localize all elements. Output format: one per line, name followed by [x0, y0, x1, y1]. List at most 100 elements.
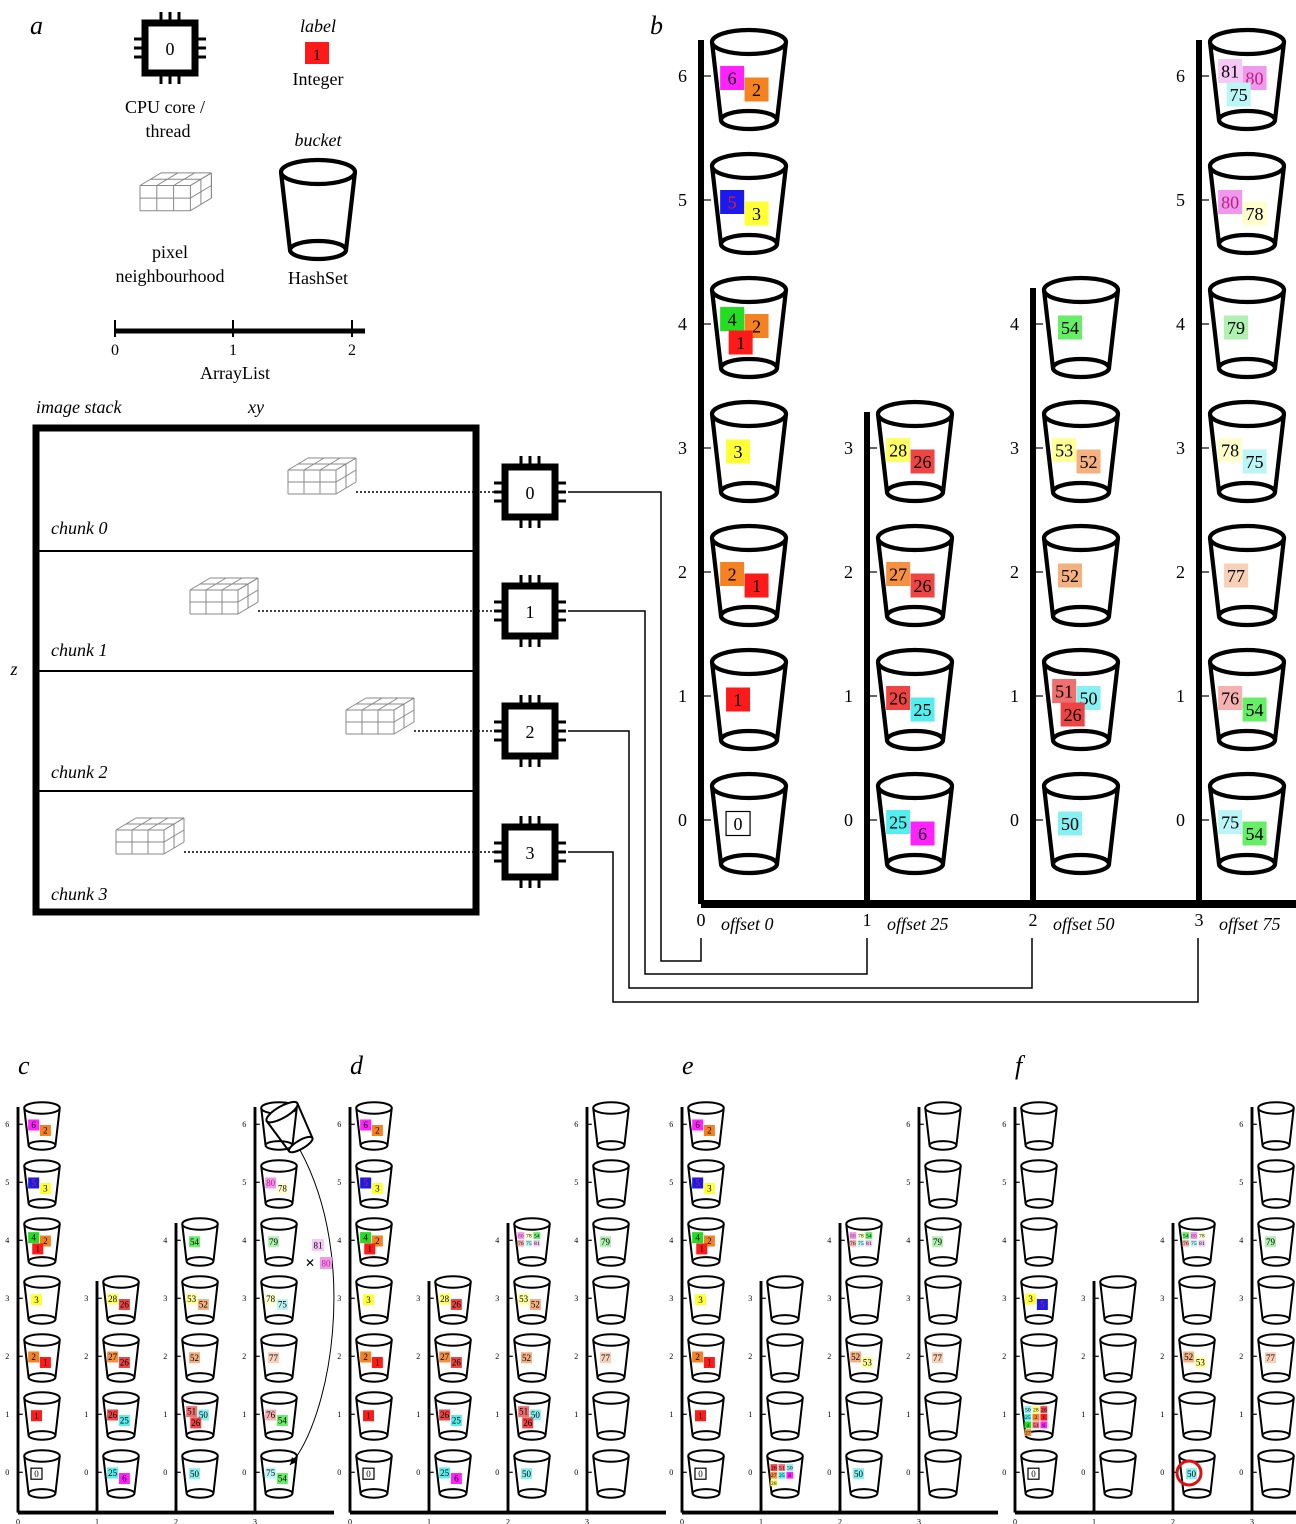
label-2: 2	[720, 562, 745, 586]
chunk-2-neighbourhood-icon	[345, 697, 415, 735]
svg-text:6: 6	[363, 1120, 368, 1130]
svg-text:27: 27	[889, 565, 907, 585]
svg-text:51: 51	[779, 1465, 785, 1471]
svg-text:5: 5	[1040, 1300, 1045, 1310]
level-index: 1	[1239, 1410, 1243, 1419]
label-54: 54	[1242, 697, 1267, 722]
level-index: 1	[242, 1410, 246, 1419]
level-index: 0	[1002, 1468, 1006, 1477]
svg-text:50: 50	[522, 1469, 532, 1479]
cpu-core-1-number: 1	[526, 602, 535, 622]
label-0: 0	[30, 1467, 43, 1480]
offset-label-0: offset 0	[721, 914, 774, 934]
level-index: 3	[1010, 438, 1019, 458]
svg-text:3: 3	[366, 1295, 371, 1305]
level-index: 2	[844, 562, 853, 582]
level-index: 1	[163, 1410, 167, 1419]
label-75: 75	[1242, 449, 1267, 474]
level-index: 6	[242, 1120, 246, 1129]
label-4: 4	[1024, 1421, 1032, 1429]
level-index: 3	[5, 1294, 9, 1303]
label-2: 2	[744, 77, 769, 102]
label-4: 4	[720, 307, 745, 331]
level-index: 2	[669, 1352, 673, 1361]
svg-text:2: 2	[375, 1126, 380, 1136]
svg-text:52: 52	[531, 1300, 540, 1310]
svg-text:50: 50	[531, 1410, 541, 1420]
svg-text:50: 50	[1061, 814, 1079, 834]
svg-text:5: 5	[728, 193, 737, 213]
level-index: 0	[1160, 1468, 1164, 1477]
label-1: 1	[32, 1243, 44, 1255]
level-index: 1	[906, 1410, 910, 1419]
svg-text:0: 0	[34, 1469, 39, 1479]
panel-f-col2-bucket-0: 0 50	[1160, 1449, 1216, 1499]
level-index: 0	[906, 1468, 910, 1477]
label-50: 50	[1185, 1468, 1197, 1480]
label-52: 52	[188, 1352, 200, 1364]
svg-text:25: 25	[889, 813, 907, 833]
label-swatch	[305, 42, 329, 64]
svg-text:1: 1	[752, 576, 761, 596]
svg-text:80: 80	[266, 1178, 276, 1188]
svg-text:2: 2	[707, 1126, 712, 1136]
label-1: 1	[726, 687, 751, 712]
cpu-caption-line1: CPU core /	[125, 97, 205, 117]
level-index: 5	[574, 1178, 578, 1187]
level-index: 4	[1239, 1236, 1243, 1245]
svg-text:75: 75	[278, 1300, 288, 1310]
svg-text:81: 81	[534, 1241, 540, 1247]
level-index: 4	[1176, 314, 1185, 334]
svg-text:27: 27	[108, 1352, 118, 1362]
panel-e-col1-bucket-2: 2	[748, 1333, 804, 1383]
panel-f-col1-bucket-0: 0	[1081, 1449, 1137, 1499]
label-53: 53	[861, 1357, 873, 1368]
cpu-core-2: 2	[494, 695, 566, 767]
svg-text:53: 53	[519, 1294, 529, 1304]
offset-label-1: offset 25	[887, 914, 949, 934]
svg-text:2: 2	[43, 1126, 48, 1136]
panel-d-col3-bucket-5: 5	[574, 1159, 630, 1209]
label-53: 53	[1052, 438, 1077, 462]
label-5: 5	[360, 1177, 372, 1189]
label-26: 26	[770, 1464, 778, 1471]
label-25: 25	[910, 697, 935, 722]
label-78: 78	[857, 1232, 865, 1239]
panel-d-axis-tick-0: 0	[348, 1518, 352, 1524]
panel-e-axis-tick-0: 0	[680, 1518, 684, 1524]
svg-text:54: 54	[1246, 824, 1264, 844]
label-77: 77	[599, 1352, 611, 1364]
label-54: 54	[1182, 1232, 1190, 1239]
svg-text:1: 1	[736, 333, 745, 353]
label-53: 53	[1194, 1357, 1206, 1368]
level-index: 4	[1160, 1236, 1164, 1245]
chunk-1-label: chunk 1	[51, 640, 107, 660]
label-78: 78	[1218, 438, 1243, 462]
level-index: 3	[748, 1294, 752, 1303]
image-stack-title: image stack	[36, 397, 122, 417]
label-0: 0	[362, 1467, 375, 1480]
svg-text:3: 3	[707, 1184, 712, 1194]
level-index: 1	[1081, 1410, 1085, 1419]
svg-text:81: 81	[314, 1240, 323, 1250]
svg-text:75: 75	[1221, 813, 1239, 833]
label-6: 6	[450, 1473, 462, 1484]
label-78: 78	[1198, 1232, 1206, 1239]
chunk-3-label: chunk 3	[51, 884, 107, 904]
level-index: 1	[416, 1410, 420, 1419]
label-0: 0	[1027, 1467, 1040, 1480]
label-2: 2	[371, 1235, 383, 1247]
